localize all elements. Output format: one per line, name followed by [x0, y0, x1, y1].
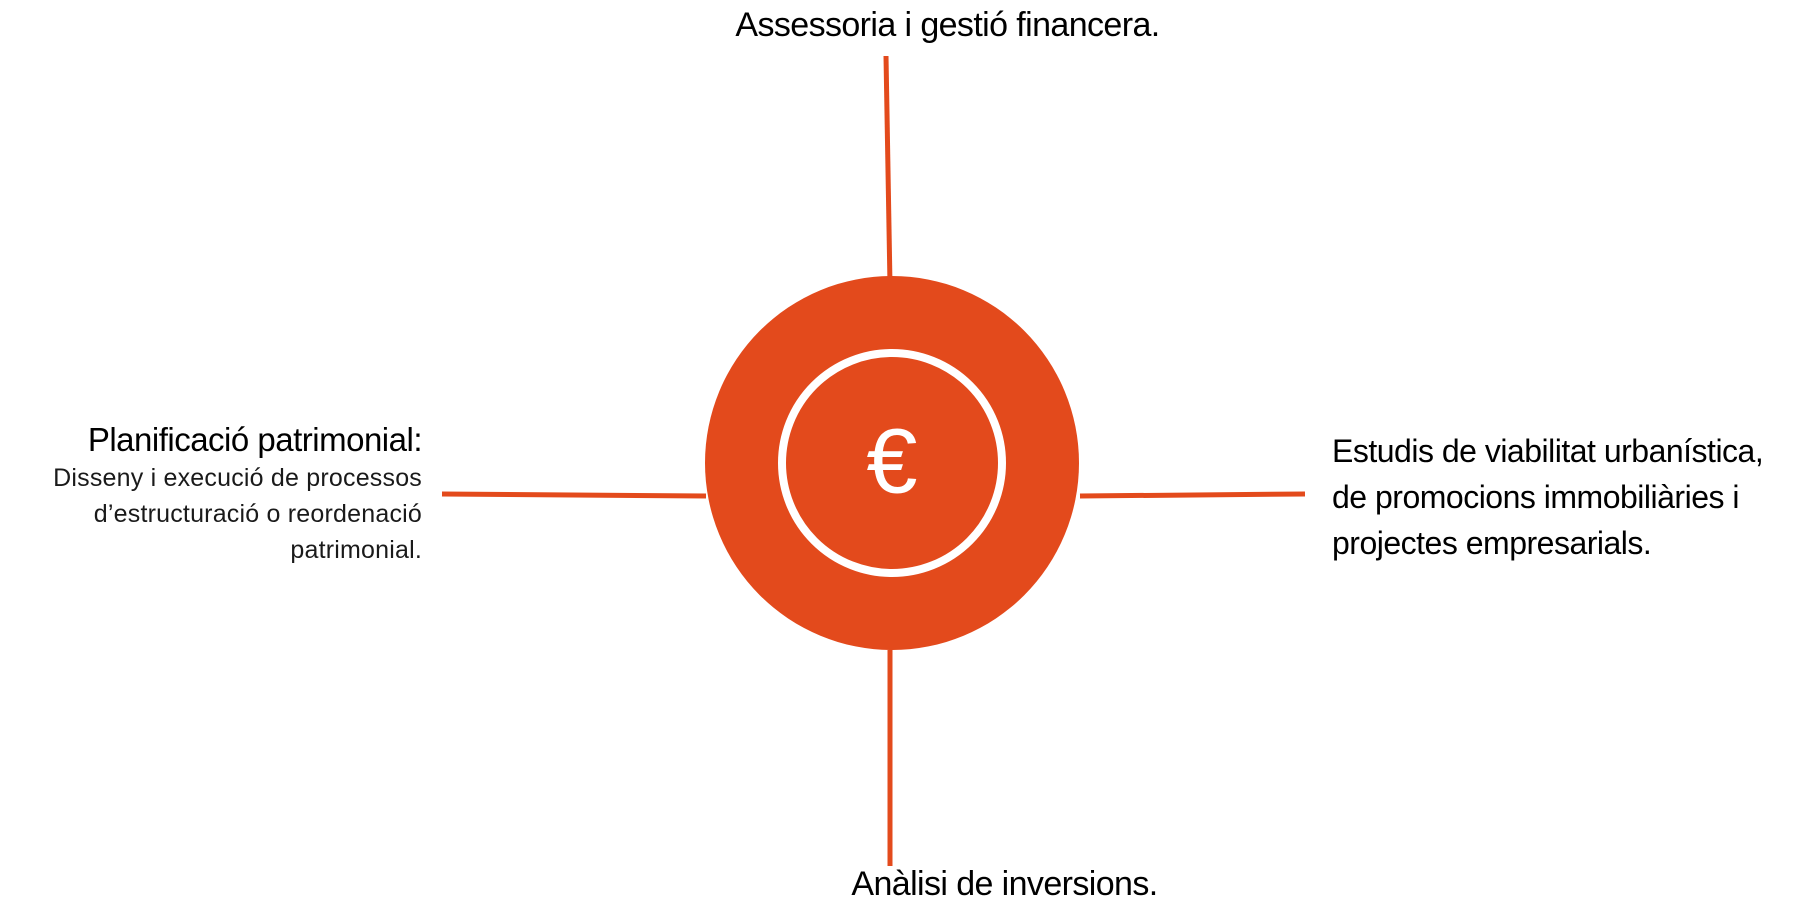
left-item: Planificació patrimonial: Disseny i exec…	[53, 420, 422, 568]
right-item-line-2: de promocions immobiliàries i	[1332, 479, 1739, 515]
euro-icon: €	[866, 410, 917, 512]
central-circle	[705, 276, 1079, 650]
left-item-description-line-1: Disseny i execució de processos	[53, 464, 422, 492]
right-item-line-3: projectes empresarials.	[1332, 525, 1652, 561]
left-item-title: Planificació patrimonial:	[87, 421, 423, 458]
right-item: Estudis de viabilitat urbanística, de pr…	[1332, 428, 1764, 566]
top-connector-line	[883, 55, 893, 286]
right-item-line-1: Estudis de viabilitat urbanística,	[1332, 433, 1764, 469]
top-item-label: Assessoria i gestió financera.	[735, 6, 1160, 44]
left-connector-line	[441, 491, 707, 499]
bottom-item-label: Anàlisi de inversions.	[851, 865, 1158, 903]
inner-ring	[778, 349, 1006, 577]
left-item-description-line-2: d’estructuració o reordenació	[93, 500, 422, 528]
left-item-description-line-3: patrimonial.	[290, 536, 422, 564]
right-connector-line	[1079, 491, 1306, 499]
